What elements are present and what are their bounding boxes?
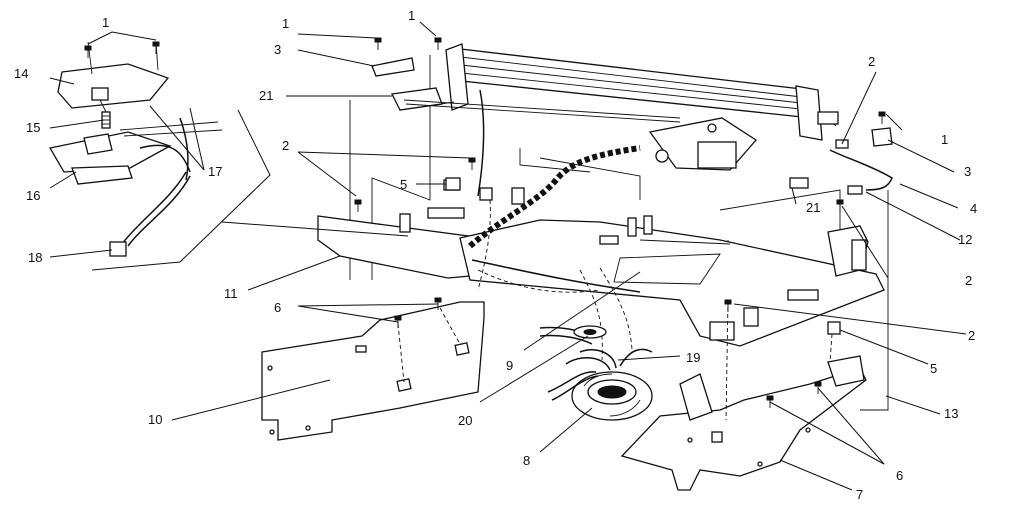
callout-17: 17 <box>208 164 222 179</box>
callout-13: 13 <box>944 406 958 421</box>
callout-1-a: 1 <box>102 15 109 30</box>
callout-3-a: 3 <box>274 42 281 57</box>
callout-12: 12 <box>958 232 972 247</box>
callout-1-b: 1 <box>282 16 289 31</box>
callout-2-a: 2 <box>282 138 289 153</box>
right-mounting-plate <box>620 299 867 491</box>
cable-harness <box>468 89 893 361</box>
grommet <box>573 325 607 339</box>
transformer-coil <box>539 326 653 421</box>
callout-1-c: 1 <box>408 8 415 23</box>
callout-8: 8 <box>523 453 530 468</box>
callouts: 1 1 1 1 2 2 2 2 3 3 4 5 5 6 6 7 8 9 10 1… <box>14 8 977 502</box>
callout-21-a: 21 <box>259 88 273 103</box>
base-pan <box>317 177 885 347</box>
callout-10: 10 <box>148 412 162 427</box>
callout-5-a: 5 <box>400 177 407 192</box>
callout-20: 20 <box>458 413 472 428</box>
clip-5-left <box>445 177 461 191</box>
callout-1-d: 1 <box>941 132 948 147</box>
bracket-3-right <box>871 127 893 147</box>
callout-11: 11 <box>224 286 238 301</box>
callout-5-b: 5 <box>930 361 937 376</box>
callout-15: 15 <box>26 120 40 135</box>
callout-6-a: 6 <box>274 300 281 315</box>
callout-3-b: 3 <box>964 164 971 179</box>
bracket-3-top <box>371 57 415 77</box>
sensor-bracket-assembly <box>48 41 223 257</box>
callout-18: 18 <box>28 250 42 265</box>
callout-2-c: 2 <box>965 273 972 288</box>
screws <box>84 37 886 408</box>
bracket-21-left <box>391 87 681 123</box>
bracket-12 <box>847 185 863 195</box>
scanner-carriage <box>445 43 839 171</box>
callout-19: 19 <box>686 350 700 365</box>
left-mounting-plate <box>261 301 485 441</box>
callout-9: 9 <box>506 358 513 373</box>
clip-5-right <box>827 321 841 335</box>
callout-2-d: 2 <box>968 328 975 343</box>
callout-16: 16 <box>26 188 40 203</box>
subassembly-bracket <box>91 109 271 271</box>
callout-21-b: 21 <box>806 200 820 215</box>
callout-2-b: 2 <box>868 54 875 69</box>
callout-4: 4 <box>970 201 977 216</box>
callout-7: 7 <box>856 487 863 502</box>
callout-14: 14 <box>14 66 28 81</box>
leader-lines <box>49 21 967 491</box>
callout-6-b: 6 <box>896 468 903 483</box>
